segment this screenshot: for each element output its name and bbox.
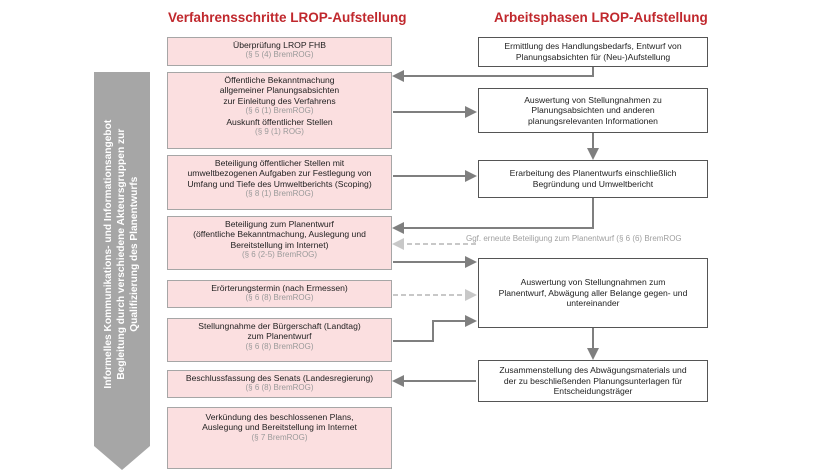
side-banner-arrow: [94, 72, 150, 470]
arrow-work3-to-step4: [392, 198, 594, 234]
procedure-step-promulgation: Verkündung des beschlossenen Plans, Ausl…: [167, 407, 392, 469]
step-text: Beteiligung öffentlicher Stellen mit: [214, 158, 345, 168]
phase-text: Entscheidungsträger: [553, 386, 633, 397]
work-phase-compilation: Zusammenstellung des Abwägungsmaterials …: [478, 360, 708, 402]
step-text: zur Einleitung des Verfahrens: [223, 95, 336, 106]
work-phase-draft-plan: Erarbeitung des Planentwurfs einschließl…: [478, 160, 708, 198]
procedure-step-scoping: Beteiligung öffentlicher Stellen mit umw…: [167, 155, 392, 210]
phase-text: planungsrelevanten Informationen: [528, 115, 658, 126]
step-legal-ref: (§ 9 (1) ROG): [255, 127, 304, 137]
phase-text: Erarbeitung des Planentwurfs einschließl…: [509, 168, 677, 179]
step-text: Erörterungstermin (nach Ermessen): [211, 283, 348, 293]
left-column-header: Verfahrensschritte LROP-Aufstellung: [168, 10, 407, 25]
step-legal-ref: (§ 6 (8) BremROG): [245, 383, 314, 393]
phase-text: Planungsabsichten und anderen: [531, 105, 655, 116]
work-phase-evaluate-statements: Auswertung von Stellungnahmen zu Planung…: [478, 88, 708, 133]
step-text: (öffentliche Bekanntmachung, Auslegung u…: [193, 229, 366, 240]
phase-text: Zusammenstellung des Abwägungsmaterials …: [499, 365, 687, 376]
step-text: Beschlussfassung des Senats (Landesregie…: [185, 373, 374, 383]
step-legal-ref: (§ 6 (1) BremROG): [245, 106, 314, 116]
arrow-work1-to-step2: [392, 67, 594, 82]
step-text: Beteiligung zum Planentwurf: [225, 219, 334, 229]
step-legal-ref: (§ 6 (8) BremROG): [245, 293, 314, 303]
phase-text: Begründung und Umweltbericht: [532, 179, 654, 189]
phase-text: Auswertung von Stellungnahmen zum: [520, 277, 666, 288]
step-text: Auskunft öffentlicher Stellen: [226, 116, 333, 127]
work-phase-needs-assessment: Ermittlung des Handlungsbedarfs, Entwurf…: [478, 37, 708, 67]
phase-text: Auswertung von Stellungnahmen zu: [524, 94, 662, 105]
phase-text: Planungsabsichten für (Neu-)Aufstellung: [515, 52, 671, 62]
right-column-header: Arbeitsphasen LROP-Aufstellung: [494, 10, 708, 25]
procedure-step-senate-resolution: Beschlussfassung des Senats (Landesregie…: [167, 370, 392, 398]
procedure-step-review: Überprüfung LROP FHB (§ 5 (4) BremROG): [167, 37, 392, 66]
step-text: Verkündung des beschlossenen Plans,: [205, 412, 354, 422]
phase-text: der zu beschließenden Planungsunterlagen…: [503, 375, 683, 386]
procedure-step-discussion: Erörterungstermin (nach Ermessen) (§ 6 (…: [167, 280, 392, 308]
step-text: Bereitstellung im Internet): [230, 239, 329, 250]
step-legal-ref: (§ 6 (2-5) BremROG): [241, 250, 318, 260]
step-legal-ref: (§ 6 (8) BremROG): [245, 341, 314, 351]
step-text: Auslegung und Bereitstellung im Internet: [202, 422, 357, 433]
step-text: allgemeiner Planungsabsichten: [219, 85, 340, 96]
arrow-step6-to-work4: [393, 315, 477, 342]
phase-text: Planentwurf, Abwägung aller Belange gege…: [498, 287, 688, 298]
step-text: Öffentliche Bekanntmachung: [224, 75, 335, 85]
procedure-step-parliament-statement: Stellungnahme der Bürgerschaft (Landtag)…: [167, 318, 392, 362]
step-text: umweltbezogenen Aufgaben zur Festlegung …: [187, 168, 372, 179]
work-phase-weighing: Auswertung von Stellungnahmen zum Planen…: [478, 258, 708, 328]
procedure-step-draft-participation: Beteiligung zum Planentwurf (öffentliche…: [167, 216, 392, 270]
phase-text: Ermittlung des Handlungsbedarfs, Entwurf…: [504, 41, 682, 52]
procedure-step-announcement: Öffentliche Bekanntmachung allgemeiner P…: [167, 72, 392, 149]
step-text: zum Planentwurf: [247, 331, 312, 342]
step-text: Stellungnahme der Bürgerschaft (Landtag): [198, 321, 361, 331]
step-legal-ref: (§ 5 (4) BremROG): [245, 50, 314, 60]
step-text: Umfang und Tiefe des Umweltberichts (Sco…: [187, 178, 372, 189]
step-legal-ref: (§ 7 BremROG): [251, 432, 308, 442]
repeat-participation-note: Ggf. erneute Beteiligung zum Planentwurf…: [466, 234, 682, 243]
step-text: Überprüfung LROP FHB: [233, 40, 326, 50]
phase-text: untereinander: [566, 298, 620, 309]
step-legal-ref: (§ 8 (1) BremROG): [245, 189, 314, 199]
